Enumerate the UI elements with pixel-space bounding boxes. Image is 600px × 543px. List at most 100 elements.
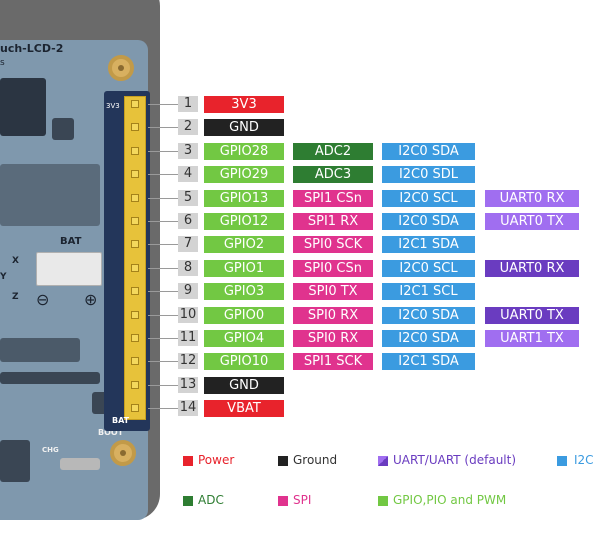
pin-10-main-label: GPIO0 bbox=[204, 307, 284, 324]
pin-leader-line bbox=[148, 408, 178, 409]
pin-5-main-label: GPIO13 bbox=[204, 190, 284, 207]
legend-label-uart_split: UART/UART (default) bbox=[393, 453, 517, 467]
pin-leader-line bbox=[148, 385, 178, 386]
header-top-label: 3V3 bbox=[106, 102, 120, 110]
boot-label: BOOT bbox=[98, 428, 124, 437]
header-pin-7 bbox=[131, 240, 139, 248]
header-pin-5 bbox=[131, 194, 139, 202]
pin-number: 14 bbox=[178, 400, 198, 416]
pin-9-f1-label: SPI0 TX bbox=[293, 283, 373, 300]
legend-swatch-spi bbox=[278, 496, 288, 506]
chip-block bbox=[0, 164, 100, 226]
pin-number: 8 bbox=[178, 260, 198, 276]
axis-x-label: X bbox=[12, 256, 19, 266]
legend-swatch-ground bbox=[278, 456, 288, 466]
axis-z-label: Z bbox=[12, 292, 19, 302]
pin-11-f2-label: I2C0 SDA bbox=[382, 330, 475, 347]
ribbon-edge bbox=[0, 372, 100, 384]
pin-5-f3-label: UART0 RX bbox=[485, 190, 579, 207]
pin-number: 3 bbox=[178, 143, 198, 159]
battery-connector bbox=[36, 252, 102, 286]
legend-swatch-i2c bbox=[557, 456, 567, 466]
header-pin-8 bbox=[131, 264, 139, 272]
pin-leader-line bbox=[148, 127, 178, 128]
pin-leader-line bbox=[148, 104, 178, 105]
pin-6-f1-label: SPI1 RX bbox=[293, 213, 373, 230]
pin-12-f1-label: SPI1 SCK bbox=[293, 353, 373, 370]
header-pin-3 bbox=[131, 147, 139, 155]
legend-swatch-uart_split bbox=[378, 456, 388, 466]
pin-number: 5 bbox=[178, 190, 198, 206]
pin-8-f1-label: SPI0 CSn bbox=[293, 260, 373, 277]
pin-4-f2-label: I2C0 SDL bbox=[382, 166, 475, 183]
axis-y-label: Y bbox=[0, 272, 7, 282]
pin-1-main-label: 3V3 bbox=[204, 96, 284, 113]
pin-number: 10 bbox=[178, 307, 198, 323]
pin-leader-line bbox=[148, 361, 178, 362]
minus-icon: ⊖ bbox=[36, 290, 50, 309]
switch bbox=[60, 458, 100, 470]
header-bottom-label: BAT bbox=[112, 416, 130, 425]
header-pin-9 bbox=[131, 287, 139, 295]
pin-6-f2-label: I2C0 SDA bbox=[382, 213, 475, 230]
legend-swatch-adc bbox=[183, 496, 193, 506]
header-pin-10 bbox=[131, 311, 139, 319]
pin-13-main-label: GND bbox=[204, 377, 284, 394]
pin-5-f1-label: SPI1 CSn bbox=[293, 190, 373, 207]
pin-14-main-label: VBAT bbox=[204, 400, 284, 417]
pin-3-main-label: GPIO28 bbox=[204, 143, 284, 160]
legend-label-spi: SPI bbox=[293, 493, 312, 507]
pin-number: 7 bbox=[178, 236, 198, 252]
pin-6-main-label: GPIO12 bbox=[204, 213, 284, 230]
pin-leader-line bbox=[148, 291, 178, 292]
header-pin-1 bbox=[131, 100, 139, 108]
pin-11-f1-label: SPI0 RX bbox=[293, 330, 373, 347]
pin-6-f3-label: UART0 TX bbox=[485, 213, 579, 230]
header-pin-12 bbox=[131, 357, 139, 365]
legend-label-gpio: GPIO,PIO and PWM bbox=[393, 493, 507, 507]
pin-4-main-label: GPIO29 bbox=[204, 166, 284, 183]
header-pin-13 bbox=[131, 381, 139, 389]
pin-11-main-label: GPIO4 bbox=[204, 330, 284, 347]
chip-main bbox=[0, 78, 46, 136]
pin-leader-line bbox=[148, 315, 178, 316]
mount-hole-top bbox=[108, 55, 134, 81]
legend-swatch-gpio bbox=[378, 496, 388, 506]
pin-3-f2-label: I2C0 SDA bbox=[382, 143, 475, 160]
pin-12-f2-label: I2C1 SDA bbox=[382, 353, 475, 370]
pin-12-main-label: GPIO10 bbox=[204, 353, 284, 370]
pin-7-main-label: GPIO2 bbox=[204, 236, 284, 253]
pin-10-f3-label: UART0 TX bbox=[485, 307, 579, 324]
pin-leader-line bbox=[148, 198, 178, 199]
legend-swatch-power bbox=[183, 456, 193, 466]
pin-10-f1-label: SPI0 RX bbox=[293, 307, 373, 324]
pin-2-main-label: GND bbox=[204, 119, 284, 136]
pin-leader-line bbox=[148, 244, 178, 245]
pin-8-main-label: GPIO1 bbox=[204, 260, 284, 277]
board-subtitle: s bbox=[0, 58, 5, 68]
pin-10-f2-label: I2C0 SDA bbox=[382, 307, 475, 324]
pin-number: 11 bbox=[178, 330, 198, 346]
header-pin-11 bbox=[131, 334, 139, 342]
pin-number: 6 bbox=[178, 213, 198, 229]
pin-number: 2 bbox=[178, 119, 198, 135]
pin-column bbox=[124, 96, 146, 420]
ribbon-connector bbox=[0, 338, 80, 362]
chip-small bbox=[52, 118, 74, 140]
pin-8-f2-label: I2C0 SCL bbox=[382, 260, 475, 277]
pin-number: 13 bbox=[178, 377, 198, 393]
pin-number: 4 bbox=[178, 166, 198, 182]
header-pin-14 bbox=[131, 404, 139, 412]
pin-leader-line bbox=[148, 151, 178, 152]
header-pin-6 bbox=[131, 217, 139, 225]
usb-port bbox=[0, 440, 30, 482]
header-pin-4 bbox=[131, 170, 139, 178]
pin-number: 1 bbox=[178, 96, 198, 112]
legend-label-ground: Ground bbox=[293, 453, 338, 467]
plus-icon: ⊕ bbox=[84, 290, 98, 309]
pin-number: 12 bbox=[178, 353, 198, 369]
pin-leader-line bbox=[148, 268, 178, 269]
bat-label: BAT bbox=[60, 236, 82, 247]
pin-leader-line bbox=[148, 221, 178, 222]
board-title: uch-LCD-2 bbox=[0, 42, 64, 55]
